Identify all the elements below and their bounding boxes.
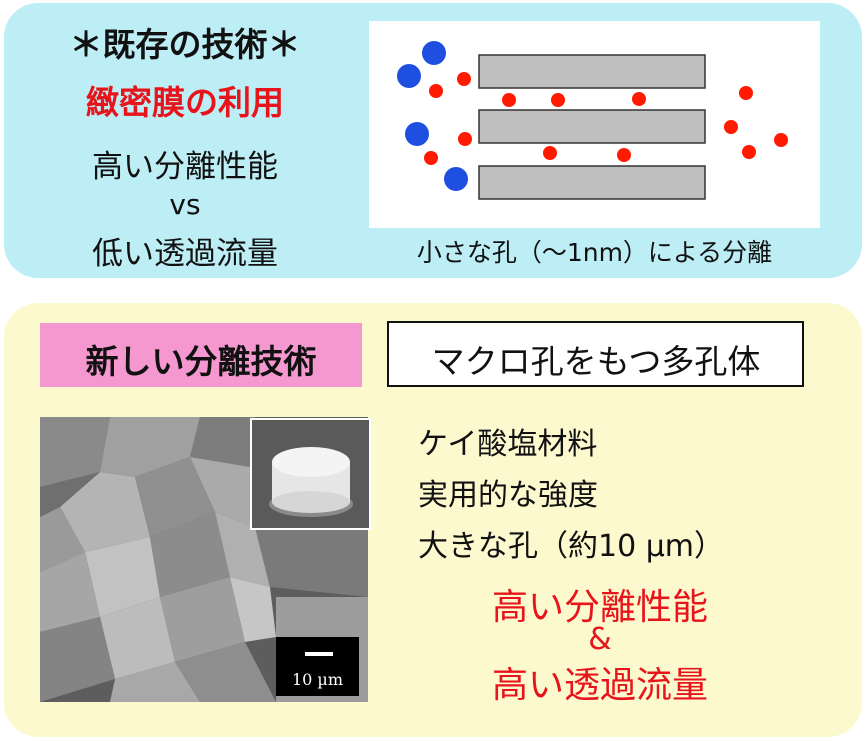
red-particle: [543, 146, 557, 160]
red-particle: [458, 132, 472, 146]
ampersand: &: [588, 622, 612, 657]
red-particle: [724, 120, 738, 134]
red-particle: [739, 86, 753, 100]
new-tech-label: 新しい分離技術: [85, 342, 317, 381]
monolith-photo-inset: [250, 418, 371, 530]
red-particle: [502, 93, 516, 107]
dense-membrane-heading: 緻密膜の利用: [86, 83, 284, 122]
pore-size-caption: 小さな孔（～1nm）による分離: [416, 238, 773, 267]
red-particle: [774, 133, 788, 147]
red-particle: [424, 151, 438, 165]
red-particle: [617, 148, 631, 162]
low-flux-text: 低い透過流量: [92, 236, 278, 272]
red-particle: [429, 84, 443, 98]
result-high-flux: 高い透過流量: [491, 665, 708, 706]
macroporous-label: マクロ孔をもつ多孔体: [431, 342, 761, 381]
blue-particle: [444, 167, 468, 191]
macroporous-tag: [387, 321, 804, 387]
vs-text: vs: [169, 188, 201, 221]
membrane-layer-middle: [478, 109, 706, 144]
membrane-diagram: [369, 21, 820, 228]
scale-bar-line: [305, 652, 333, 656]
red-particle: [742, 145, 756, 159]
high-separation-text: 高い分離性能: [92, 149, 278, 185]
existing-tech-title: ＊既存の技術＊: [69, 25, 301, 64]
blue-particle: [397, 64, 421, 88]
result-high-separation: 高い分離性能: [491, 587, 708, 628]
red-particle: [457, 72, 471, 86]
membrane-layer-top: [478, 54, 706, 89]
red-particle: [551, 93, 565, 107]
feature-material: ケイ酸塩材料: [418, 427, 598, 462]
new-tech-tag: [40, 323, 362, 387]
membrane-diagram-svg: [397, 41, 788, 200]
membrane-layer-bottom: [478, 165, 706, 200]
red-particle: [632, 92, 646, 106]
blue-particle: [405, 122, 429, 146]
scale-bar: [276, 637, 359, 696]
blue-particle: [422, 41, 446, 65]
feature-strength: 実用的な強度: [418, 478, 598, 513]
feature-pore-size: 大きな孔（約10 µm）: [418, 529, 725, 564]
scale-bar-label: 10 µm: [291, 670, 343, 689]
